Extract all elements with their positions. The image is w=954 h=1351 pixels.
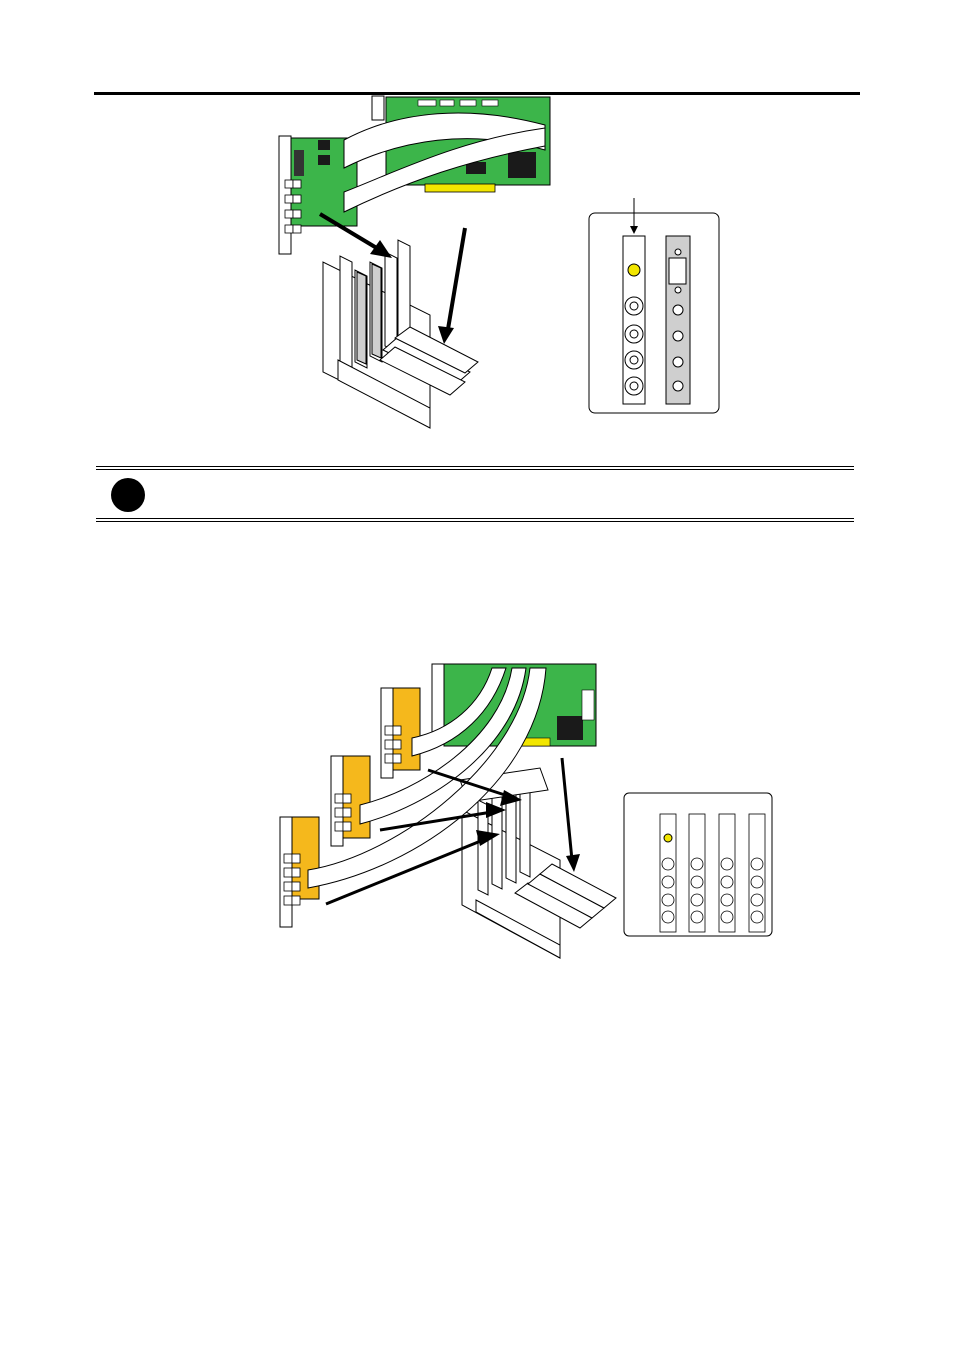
slave-board-1 [381,688,420,778]
rear-panel-callout [589,213,719,413]
yellow-rca-connector [628,264,640,276]
note-box [96,466,854,523]
figure-single-board-install [270,94,730,434]
motherboard-slots [323,240,478,428]
slave-board-2 [331,756,370,846]
arrow-head-2 [438,326,454,344]
note-bullet-icon [111,478,145,512]
figure-multi-board-install [270,660,780,962]
arrow-head-1 [370,240,392,258]
